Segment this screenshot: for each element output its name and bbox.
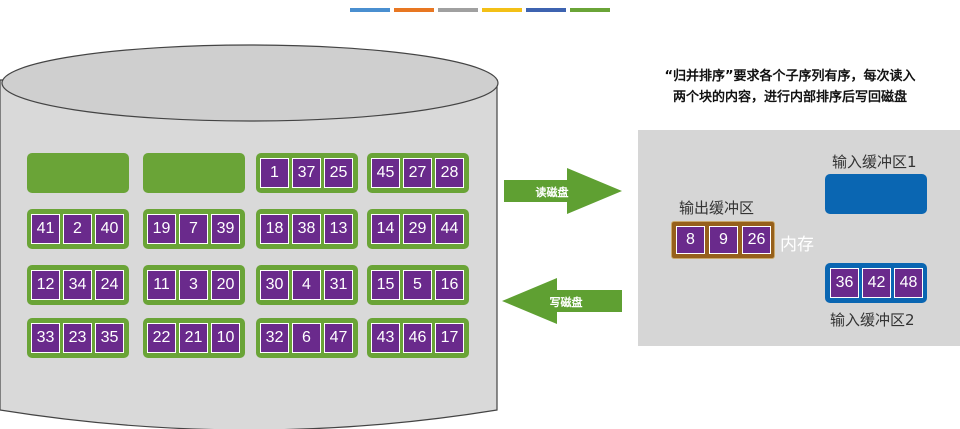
record-cell: 45: [371, 158, 400, 188]
disk-top: [1, 44, 499, 122]
memory-label: 内存: [780, 235, 814, 255]
legend-bar: [482, 8, 522, 12]
record-cell: 5: [403, 270, 432, 300]
input-buffer-2-cell: 48: [894, 268, 923, 298]
record-cell: 1: [260, 158, 289, 188]
record-cell: 43: [371, 323, 400, 353]
read-disk-label: 读磁盘: [535, 186, 569, 199]
description-caption: “归并排序”要求各个子序列有序，每次读入 两个块的内容，进行内部排序后写回磁盘: [620, 66, 960, 108]
record-cell: 35: [95, 323, 124, 353]
record-cell: 17: [435, 323, 464, 353]
legend-bar: [350, 8, 390, 12]
record-cell: 32: [260, 323, 289, 353]
record-cell: 2: [63, 214, 92, 244]
record-cell: 10: [211, 323, 240, 353]
record-cell: 21: [179, 323, 208, 353]
record-cell: 37: [292, 158, 321, 188]
record-cell: 40: [95, 214, 124, 244]
record-cell: 30: [260, 270, 289, 300]
record-cell: 18: [260, 214, 289, 244]
record-cell: 38: [292, 214, 321, 244]
legend-bar: [526, 8, 566, 12]
input-buffer-2-cell: 36: [830, 268, 859, 298]
record-cell: 34: [63, 270, 92, 300]
input-buffer-1: [825, 174, 927, 214]
output-buffer-cell: 9: [709, 226, 738, 254]
input-buffer-2-cell: 42: [862, 268, 891, 298]
record-cell: 13: [324, 214, 353, 244]
output-buffer-cell: 26: [742, 226, 771, 254]
record-cell: 7: [179, 214, 208, 244]
record-cell: 31: [324, 270, 353, 300]
output-buffer-cell: 8: [676, 226, 705, 254]
input-buffer-1-label: 输入缓冲区1: [832, 153, 917, 171]
disk-block: [27, 153, 129, 193]
caption-line-1: “归并排序”要求各个子序列有序，每次读入: [664, 69, 916, 84]
record-cell: 23: [63, 323, 92, 353]
write-disk-label: 写磁盘: [549, 296, 583, 309]
record-cell: 11: [147, 270, 176, 300]
legend-bar: [438, 8, 478, 12]
caption-line-2: 两个块的内容，进行内部排序后写回磁盘: [672, 90, 907, 105]
record-cell: 22: [147, 323, 176, 353]
record-cell: 12: [31, 270, 60, 300]
record-cell: 25: [324, 158, 353, 188]
record-cell: 4: [292, 270, 321, 300]
record-cell: 3: [179, 270, 208, 300]
write-disk-arrow: [502, 278, 622, 324]
record-cell: 20: [211, 270, 240, 300]
record-cell: 39: [211, 214, 240, 244]
output-buffer-label: 输出缓冲区: [679, 199, 755, 217]
record-cell: 47: [324, 323, 353, 353]
record-cell: 6: [292, 323, 321, 353]
record-cell: 41: [31, 214, 60, 244]
record-cell: 33: [31, 323, 60, 353]
record-cell: 24: [95, 270, 124, 300]
record-cell: 15: [371, 270, 400, 300]
disk-body: [0, 79, 498, 429]
record-cell: 16: [435, 270, 464, 300]
record-cell: 27: [403, 158, 432, 188]
record-cell: 19: [147, 214, 176, 244]
input-buffer-2-label: 输入缓冲区2: [830, 311, 915, 329]
read-disk-arrow: [504, 168, 622, 214]
legend-bar: [394, 8, 434, 12]
record-cell: 46: [403, 323, 432, 353]
disk-block: [143, 153, 245, 193]
record-cell: 14: [371, 214, 400, 244]
legend-bar: [570, 8, 610, 12]
record-cell: 29: [403, 214, 432, 244]
record-cell: 28: [435, 158, 464, 188]
record-cell: 44: [435, 214, 464, 244]
